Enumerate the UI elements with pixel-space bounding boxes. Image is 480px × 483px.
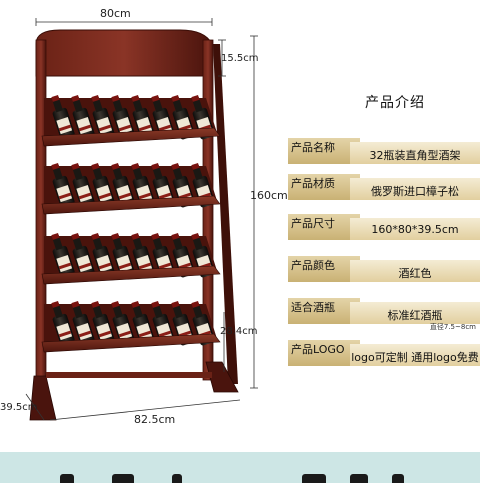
wine-bottle	[71, 232, 95, 278]
wine-bottle	[51, 300, 75, 346]
spec-label: 产品名称	[291, 141, 335, 154]
rack-right-leg	[202, 39, 214, 381]
banner-glyph	[60, 474, 74, 483]
spec-value: 160*80*39.5cm	[371, 223, 459, 236]
wine-bottle	[51, 94, 75, 140]
spec-label: 产品颜色	[291, 259, 335, 272]
spec-row: 160*80*39.5cm 产品尺寸	[288, 214, 480, 240]
spec-value-box: 酒红色	[350, 260, 480, 282]
spec-value: 酒红色	[398, 267, 432, 280]
rack-back-leg	[213, 44, 238, 384]
wine-bottle	[91, 162, 115, 208]
spec-value: 32瓶装直角型酒架	[369, 149, 461, 162]
spec-label-box	[288, 298, 360, 324]
spec-value-box: 俄罗斯进口樟子松	[350, 178, 480, 200]
spec-value-box: 标准红酒瓶直径7.5~8cm	[350, 302, 480, 331]
wine-bottle	[51, 162, 75, 208]
dim-depth: 39.5cm	[0, 402, 38, 413]
spec-value: 标准红酒瓶	[387, 309, 443, 322]
wine-bottle	[71, 94, 95, 140]
rack-base-rail	[46, 372, 212, 378]
wine-bottle	[51, 232, 75, 278]
wine-bottle	[111, 300, 135, 346]
wine-rack-drawing	[25, 18, 258, 421]
bottom-banner	[0, 452, 480, 483]
spec-value-box: 160*80*39.5cm	[350, 218, 480, 240]
wine-bottle	[91, 94, 115, 140]
spec-label-box	[288, 340, 360, 366]
shelf-front-rail	[41, 265, 221, 285]
dim-header-height: 15.5cm	[221, 53, 259, 64]
wine-bottle	[71, 300, 95, 346]
shelf-front-rail	[41, 333, 221, 353]
rack-shelves	[41, 94, 221, 353]
spec-value-box: logo可定制 通用logo免费	[350, 344, 480, 366]
banner-glyph	[350, 474, 368, 483]
spec-row: 32瓶装直角型酒架 产品名称	[288, 138, 480, 164]
spec-label: 适合酒瓶	[291, 301, 335, 314]
shelf-front-rail	[41, 195, 221, 215]
spec-label: 产品材质	[291, 177, 335, 190]
wine-bottle	[91, 300, 115, 346]
banner-glyph	[172, 474, 182, 483]
spec-label-box	[288, 214, 360, 240]
spec-label: 产品尺寸	[291, 217, 335, 230]
spec-note: 直径7.5~8cm	[429, 323, 476, 331]
wine-bottle	[111, 232, 135, 278]
spec-value-box: 32瓶装直角型酒架	[350, 142, 480, 164]
banner-glyph	[392, 474, 404, 483]
spec-row: logo可定制 通用logo免费产品LOGO	[288, 340, 480, 366]
rack-right-foot	[205, 361, 239, 393]
dim-total-height: 160cm	[250, 189, 288, 202]
product-intro-title: 产品介绍	[365, 95, 425, 111]
wine-rack-illustration: 80cm 15.5cm 160cm 28.4cm 39.5cm 82.5cm	[0, 7, 288, 426]
wine-bottle	[111, 94, 135, 140]
spec-label-box	[288, 138, 360, 164]
dim-width-top: 80cm	[100, 7, 131, 20]
shelf-front-rail	[41, 127, 221, 147]
wine-bottle	[91, 232, 115, 278]
spec-label-box	[288, 174, 360, 200]
banner-glyph	[302, 474, 326, 483]
dimension-lines	[25, 18, 258, 421]
rack-header-board	[35, 29, 213, 77]
wine-bottle	[71, 162, 95, 208]
dim-base-width: 82.5cm	[134, 413, 176, 426]
spec-label-box	[288, 256, 360, 282]
wine-bottle	[111, 162, 135, 208]
spec-row: 酒红色 产品颜色	[288, 256, 480, 282]
banner-glyph	[112, 474, 134, 483]
spec-row: 标准红酒瓶直径7.5~8cm 适合酒瓶	[288, 298, 480, 331]
spec-row: 俄罗斯进口樟子松 产品材质	[288, 174, 480, 200]
spec-value: logo可定制 通用logo免费	[351, 351, 479, 364]
spec-label: 产品LOGO	[291, 343, 345, 356]
spec-value: 俄罗斯进口樟子松	[371, 185, 459, 198]
dim-shelf-gap: 28.4cm	[220, 326, 258, 337]
